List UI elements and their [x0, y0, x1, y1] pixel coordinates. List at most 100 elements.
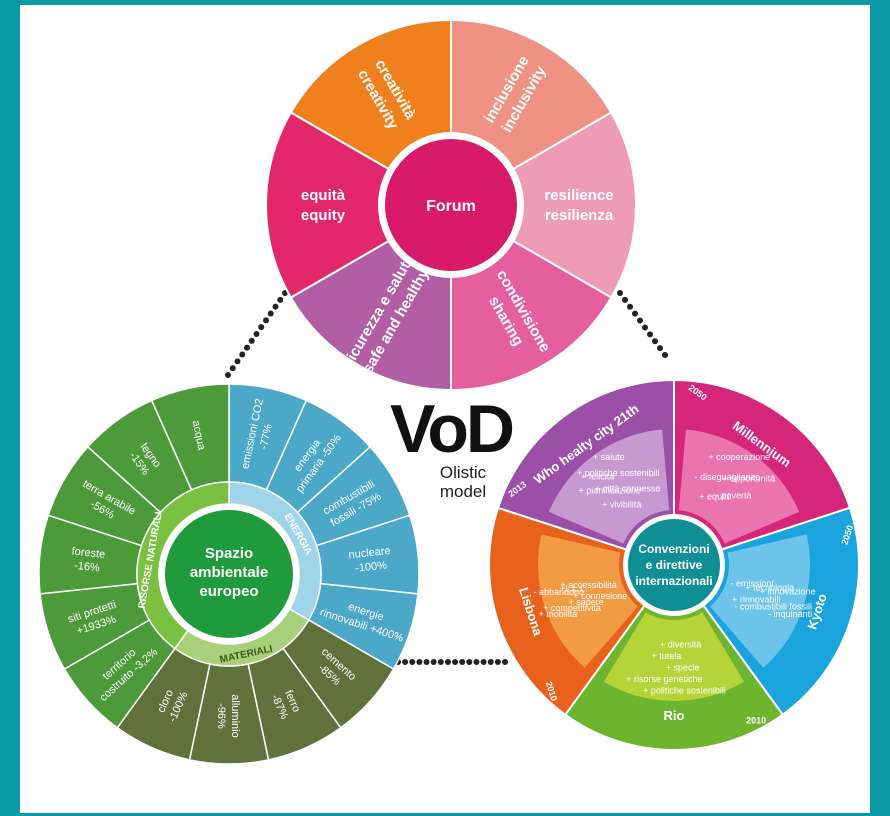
spazio-center-line-3: europeo — [199, 583, 258, 600]
connector-forum-convenzioni — [617, 290, 668, 358]
connector-dot — [267, 310, 274, 317]
connector-dot — [452, 659, 459, 665]
logo-subtitle-2: model — [440, 482, 486, 501]
convenzioni-item: + connesione — [573, 591, 627, 601]
convenzioni-item: - emissioni — [730, 578, 773, 588]
forum-segment — [448, 111, 637, 299]
connector-dot — [622, 296, 628, 303]
convenzioni-sector-name: Rio — [664, 708, 685, 723]
logo-subtitle-1: Olistic — [440, 463, 487, 482]
convenzioni-center-label: Convenzioni e direttive internazionali — [635, 542, 712, 588]
connector-forum-spazio — [225, 290, 288, 378]
spazio-segment-text: -16% — [74, 560, 101, 575]
connector-dot — [430, 659, 437, 665]
convenzioni-item: - diseguaglianze — [695, 472, 761, 482]
spazio-segment-text: alluminio — [229, 694, 241, 737]
convenzioni-sector-title: Rio — [664, 708, 685, 723]
forum-segment — [265, 111, 454, 299]
convenzioni-item: + pianificazione — [579, 486, 641, 496]
convenzioni-center-line-3: internazionali — [635, 574, 712, 588]
convenzioni-item: + sapere — [568, 597, 603, 607]
connector-dot — [459, 659, 466, 665]
spazio-segment-label: alluminio-96% — [215, 694, 241, 737]
convenzioni-item: + politiche sostenibili — [577, 468, 660, 478]
connector-dot — [416, 659, 423, 665]
spazio-segment-text: nucleare — [348, 545, 391, 561]
forum-segment-text: equità — [301, 187, 346, 204]
convenzioni-sector-inner — [710, 534, 810, 668]
convenzioni-item: + vivibilità — [602, 499, 641, 509]
spazio-center-line-2: ambientale — [190, 564, 268, 581]
forum-center — [385, 139, 517, 271]
spazio-segment-text: foreste — [71, 545, 106, 560]
connector-dot — [253, 331, 260, 337]
spazio-center-label: Spazio ambientale europeo — [190, 545, 268, 600]
convenzioni-item: +L.L.L. — [560, 584, 588, 594]
connector-dot — [423, 659, 430, 665]
connector-dot — [437, 659, 444, 665]
forum-segment-text: equity — [301, 207, 346, 224]
convenzioni-sector-inner — [548, 429, 670, 544]
convenzioni-item: - abbandono — [534, 587, 585, 597]
connector-dot — [473, 659, 480, 665]
connector-dot — [652, 338, 658, 345]
connector-dot — [263, 317, 269, 324]
convenzioni-item: - povertà — [716, 491, 752, 501]
convenzioni-item: + cooperazione — [708, 452, 770, 462]
forum-center-label: Forum — [426, 198, 476, 215]
spazio-segment-text: -100% — [355, 559, 388, 574]
spazio-segment-text: -77% — [258, 423, 275, 451]
connector-dot — [248, 337, 255, 344]
connector-dot — [444, 659, 451, 665]
convenzioni-item: + felicità — [581, 472, 614, 482]
convenzioni-sector-inner — [603, 612, 745, 701]
convenzioni-sector-year: 2010 — [746, 716, 766, 726]
convenzioni-sector-inner — [538, 534, 638, 668]
connector-dot — [487, 659, 494, 665]
forum-segment-text: resilienza — [545, 207, 614, 224]
logo-title: VoD — [390, 391, 513, 467]
connector-dot — [662, 352, 668, 358]
connector-dot — [409, 659, 416, 665]
convenzioni-item: - inquinanti — [768, 609, 812, 619]
convenzioni-item: + diversità — [660, 640, 701, 650]
connector-dot — [244, 344, 250, 351]
convenzioni-center — [628, 519, 720, 611]
connector-dot — [642, 324, 648, 331]
convenzioni-item: + salute — [593, 452, 625, 462]
connector-dot — [502, 659, 508, 665]
convenzioni-item: + competitività — [543, 603, 601, 613]
forum-segment-text: resilience — [544, 187, 613, 204]
spazio-segment-label: foreste-16% — [71, 545, 106, 575]
connector-dot — [402, 659, 409, 665]
forum-segment-label: resilience resilienza — [544, 187, 613, 224]
connector-dot — [466, 659, 473, 665]
connector-dot — [632, 310, 638, 317]
forum-segment-label: equità equity — [301, 187, 346, 224]
spazio-center — [165, 510, 293, 638]
convenzioni-sector-inner — [678, 429, 800, 544]
convenzioni-item: + accessibilità — [561, 580, 617, 590]
spazio-segment-text: -96% — [215, 703, 227, 729]
vod-logo: VoD Olistic model — [390, 391, 516, 501]
spazio-segment-label: nucleare-100% — [348, 545, 391, 575]
connector-dot — [234, 358, 241, 365]
convenzioni-item: + mobilità — [538, 609, 577, 619]
convenzioni-item: + politiche sostenibili — [643, 686, 726, 696]
connector-dot — [647, 331, 653, 338]
connector-dot — [494, 659, 501, 665]
spazio-center-line-1: Spazio — [205, 545, 253, 562]
convenzioni-year-text: 2010 — [746, 716, 766, 726]
convenzioni-item: + innovazione — [760, 587, 816, 597]
connector-dot — [480, 659, 487, 665]
convenzioni-item: + rinnovabili — [732, 595, 780, 605]
connector-dot — [258, 324, 265, 331]
convenzioni-item: + tutela — [651, 651, 681, 661]
convenzioni-center-line-1: Convenzioni — [638, 542, 709, 556]
